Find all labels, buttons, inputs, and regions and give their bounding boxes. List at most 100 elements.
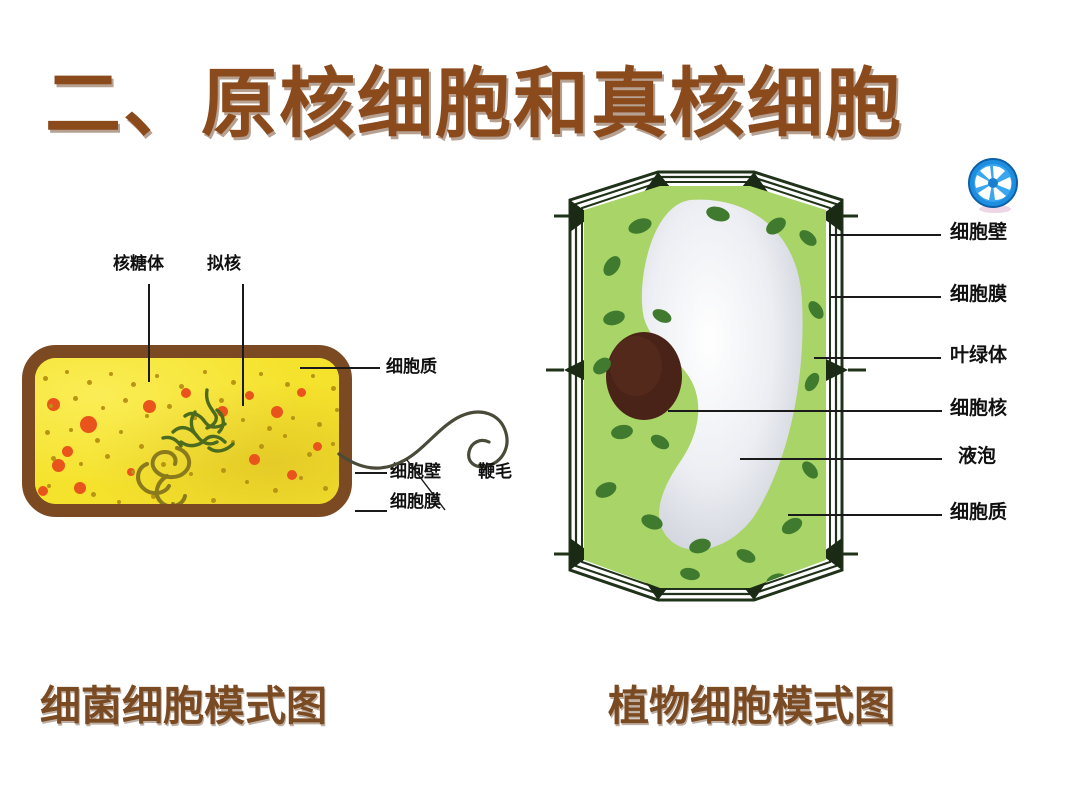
bacteria-ribosome-dot [131,470,135,474]
bacteria-ribosome-dot [183,506,187,510]
bacteria-ribosome-dot [193,416,197,420]
bacteria-ribosome-dot [145,414,149,418]
plant-vacuole-leader-line [740,458,942,460]
bacteria-flagellum [337,410,509,511]
bacteria-ribosome-dot [189,472,193,476]
bacteria-ribosome-dot [331,386,336,391]
bacteria-granule [62,446,73,457]
caption-plant: 植物细胞模式图 [608,683,895,729]
label-cytoplasm-plant: 细胞质 [950,501,1008,523]
bacteria-ribosome-dot [45,430,50,435]
label-flagellum: 鞭毛 [478,462,512,482]
caption-bacteria: 细菌细胞模式图 [40,683,327,729]
bacteria-granule [271,406,283,418]
bacteria-ribosome-dot [47,484,51,488]
bacteria-ribosome-dot [299,476,303,480]
bacteria-ribosome-dot [295,512,299,516]
bacteria-ribosome-dot [231,380,236,385]
plant-figure: 细胞壁 细胞膜 叶绿体 细胞核 液泡 细胞质 [540,170,1007,620]
bacteria-ribosome-dot [259,372,263,376]
plant-cytoplasm-leader-line [788,514,942,516]
cell-wall-leader-line [355,472,387,474]
bacteria-ribosome-dot [219,398,224,403]
pinwheel-icon [965,156,1023,214]
bacteria-granule [245,391,254,400]
plant-cell-wall-leader-line [829,234,941,236]
plant-chloroplast-leader-line [814,357,941,359]
bacteria-ribosome-dot [123,398,128,403]
bacteria-granule [249,454,260,465]
bacteria-cell-body [22,345,352,517]
label-ribosome: 核糖体 [113,254,164,274]
bacteria-ribosome-dot [221,468,226,473]
label-vacuole: 液泡 [958,445,997,467]
bacteria-ribosome-dot [259,444,264,449]
bacteria-granule [74,482,86,494]
bacteria-ribosome-dot [273,488,278,493]
bacteria-granule [80,416,97,433]
bacteria-ribosome-dot [87,380,92,385]
bacteria-ribosome-dot [101,406,105,410]
bacteria-ribosome-dot [117,500,121,504]
bacteria-ribosome-dot [91,492,96,497]
label-cell-membrane-plant: 细胞膜 [950,283,1008,305]
bacteria-granule [181,388,191,398]
ribosome-leader-line [148,284,150,382]
bacteria-ribosome-dot [95,438,100,443]
bacteria-ribosome-dot [151,494,156,499]
bacteria-granule [38,486,48,496]
bacteria-ribosome-dot [51,456,56,461]
bacteria-ribosome-dot [267,426,272,431]
bacteria-ribosome-dot [335,408,339,412]
bacteria-ribosome-dot [73,396,78,401]
bacteria-granule [297,388,306,397]
bacteria-cytoplasm-fill [35,358,339,504]
bacteria-ribosome-dot [161,462,166,467]
bacteria-ribosome-dot [307,452,312,457]
bacteria-ribosome-dot [285,382,290,387]
bacteria-ribosome-dot [203,370,207,374]
bacteria-granule [93,506,104,517]
bacteria-ribosome-dot [321,504,326,509]
bacteria-mesosome [136,446,192,504]
page-title: 二、原核细胞和真核细胞 [45,63,903,147]
plant-nucleus-leader-line [668,410,942,412]
bacteria-ribosome-dot [239,510,243,514]
bacteria-ribosome-dot [245,480,249,484]
bacteria-ribosome-dot [211,498,216,503]
bacteria-ribosome-dot [49,404,53,408]
label-nucleus: 细胞核 [950,397,1008,419]
plant-cell-drawing [546,170,866,602]
bacteria-ribosome-dot [323,486,328,491]
bacteria-granule [313,442,322,451]
title-row: 二、原核细胞和真核细胞 [0,58,1067,213]
bacteria-granule [217,406,228,417]
bacteria-ribosome-dot [317,422,322,427]
bacteria-ribosome-dot [331,442,335,446]
bacteria-ribosome-dot [119,430,123,434]
bacteria-ribosome-dot [109,372,113,376]
bacteria-ribosome-dot [155,374,159,378]
bacteria-granule [287,470,297,480]
bacteria-ribosome-dot [43,376,48,381]
bacteria-ribosome-dot [291,416,295,420]
label-cell-wall-plant: 细胞壁 [950,221,1008,243]
bacteria-ribosome-dot [139,444,144,449]
bacteria-ribosome-dot [61,510,65,514]
label-nucleoid: 拟核 [207,254,241,274]
bacteria-figure: 核糖体 拟核 细胞质 细胞壁 细胞膜 鞭毛 [0,170,560,590]
bacteria-ribosome-dot [231,440,235,444]
bacteria-nucleoid-dna [161,388,235,453]
cytoplasm-leader-line [300,367,380,369]
bacteria-ribosome-dot [179,384,184,389]
bacteria-ribosome-dot [65,370,69,374]
bacteria-ribosome-dot [283,434,287,438]
bacteria-ribosome-dot [167,404,172,409]
bacteria-ribosome-dot [131,382,136,387]
nucleoid-leader-line [242,284,244,406]
label-chloroplast: 叶绿体 [950,344,1008,366]
label-cell-membrane-bacteria: 细胞膜 [390,492,441,512]
bacteria-ribosome-dot [267,504,272,509]
bacteria-granule [143,400,156,413]
